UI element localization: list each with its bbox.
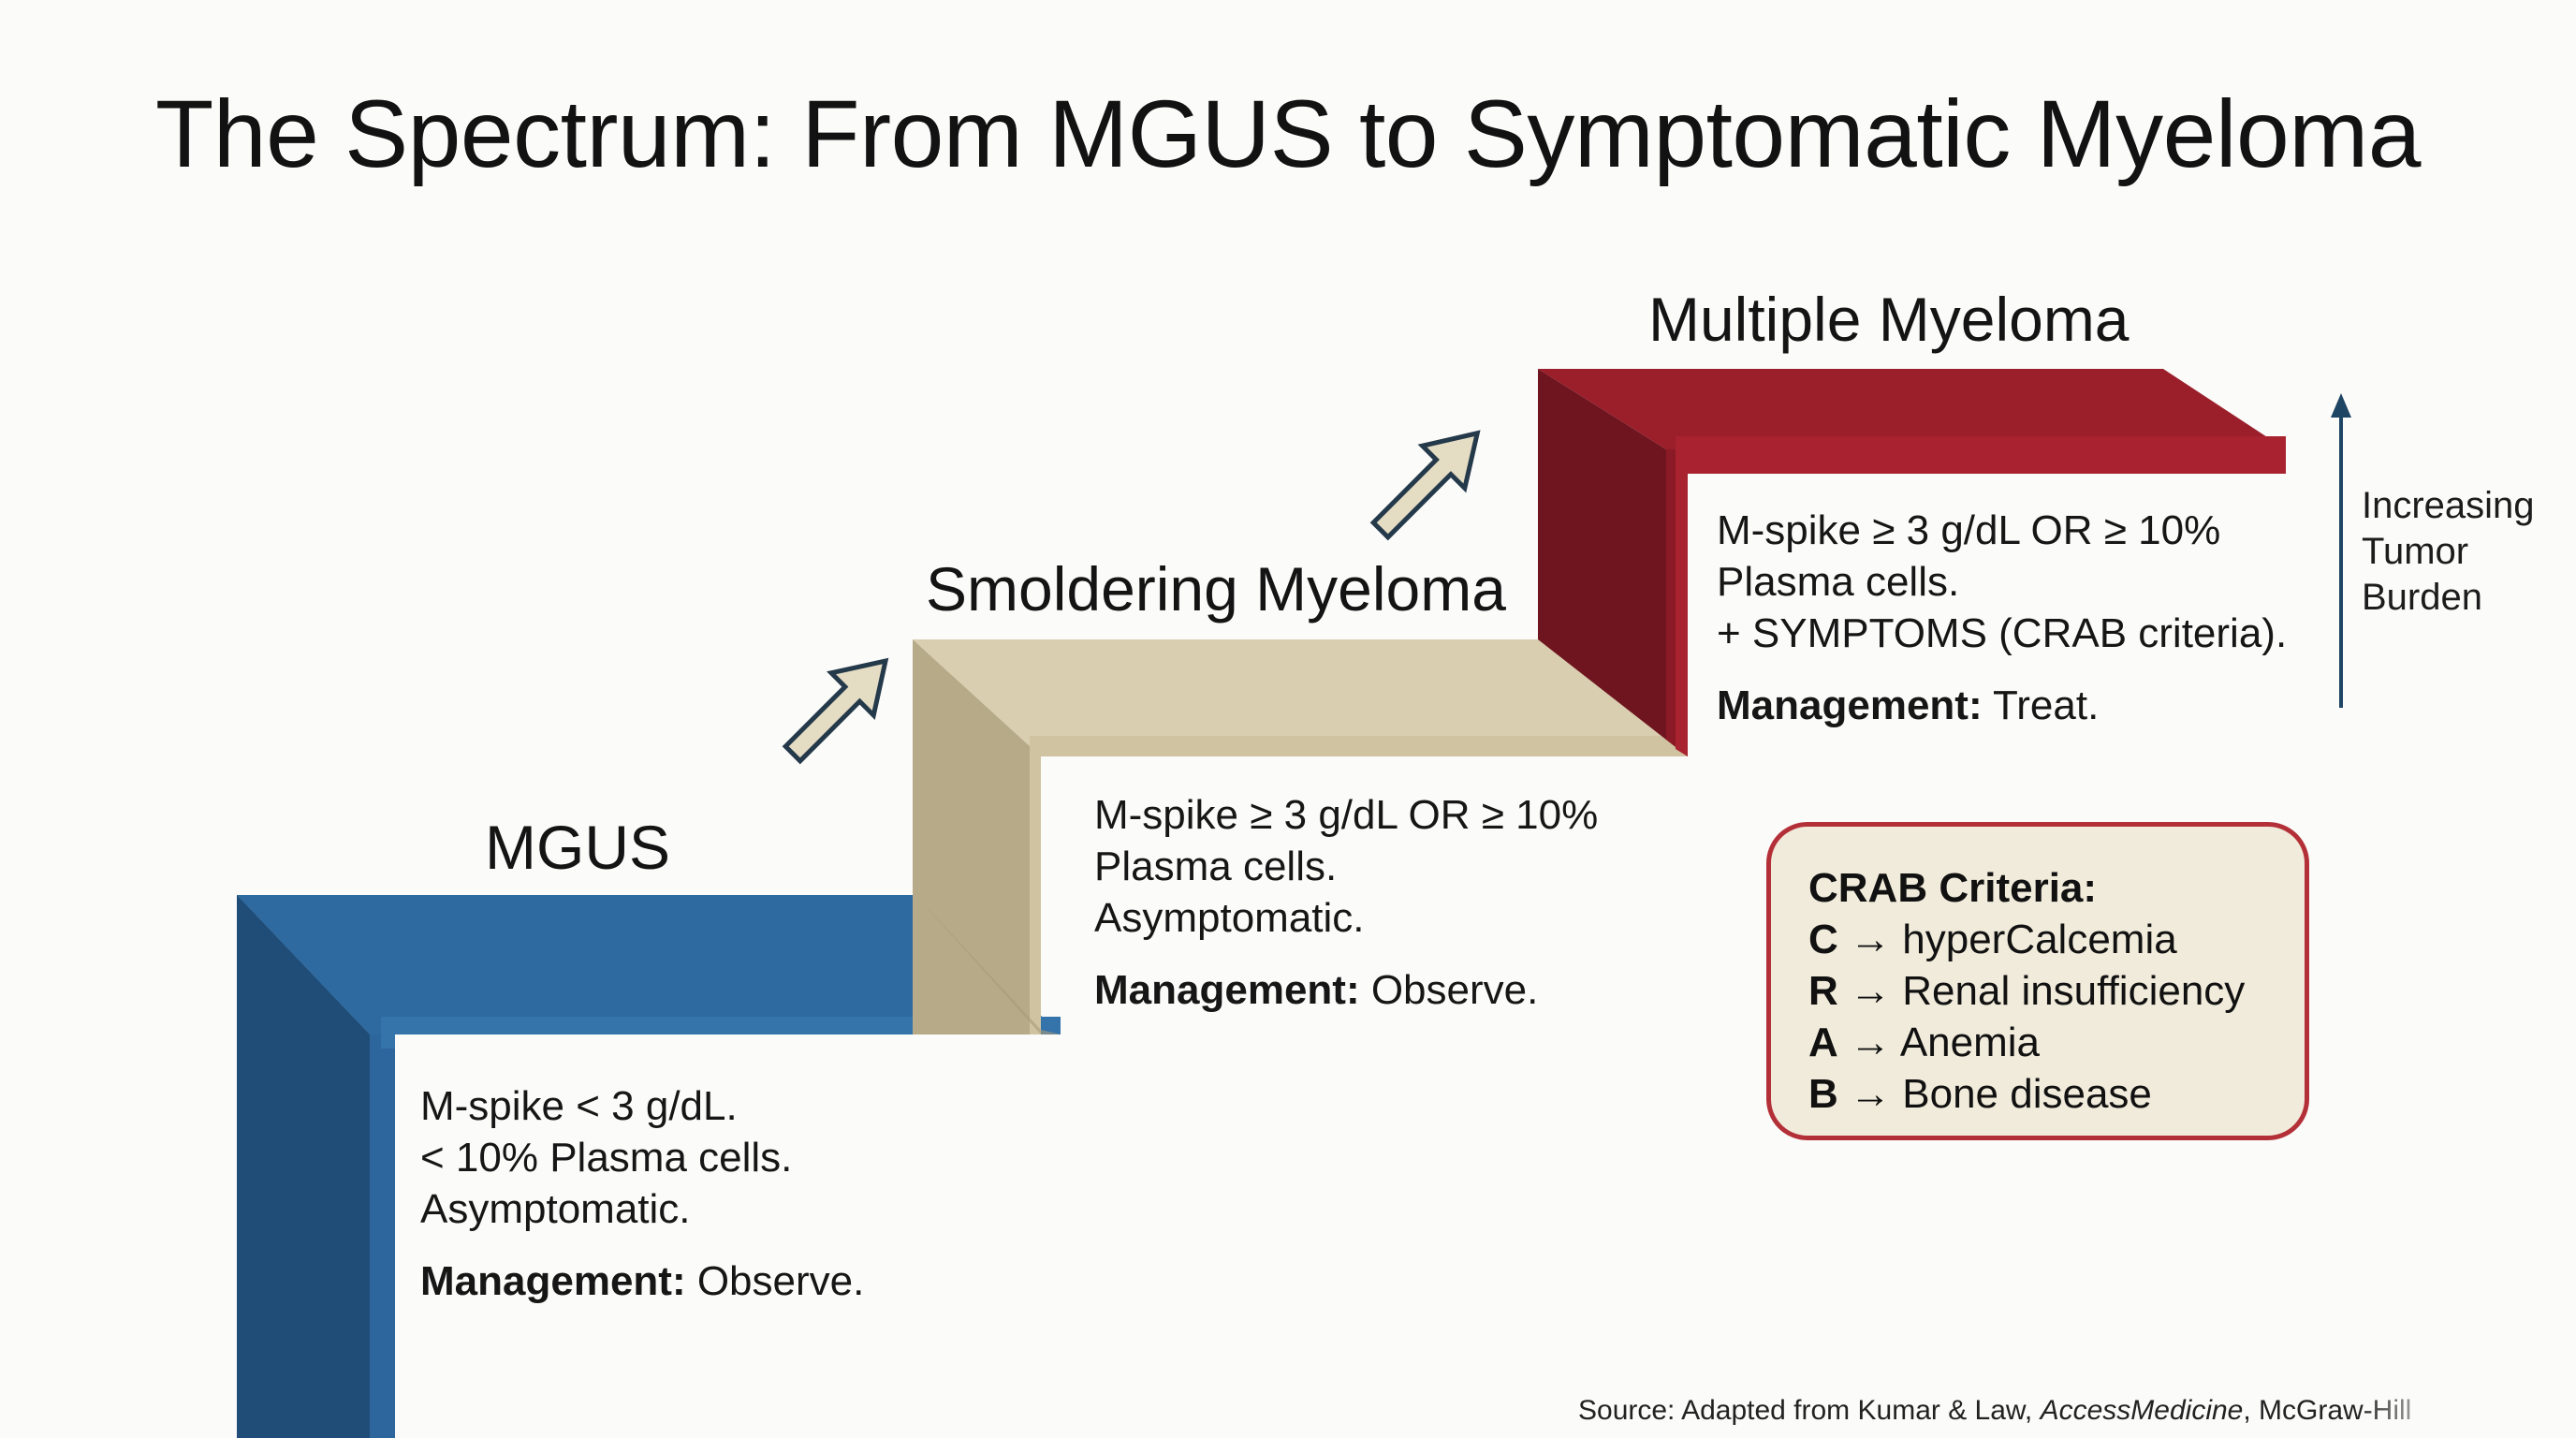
page-title: The Spectrum: From MGUS to Symptomatic M…	[155, 81, 2421, 187]
burden-line-1: Increasing	[2362, 485, 2535, 526]
myeloma-management-value: Treat.	[1982, 682, 2100, 728]
crab-letter: R	[1808, 968, 1838, 1014]
stage-label-mgus: MGUS	[485, 813, 670, 882]
mgus-line-1: M-spike < 3 g/dL.	[420, 1083, 738, 1129]
smoldering-step-front	[913, 639, 1041, 1034]
crab-item: A → Anemia	[1808, 1017, 2305, 1068]
burden-line-3: Burden	[2362, 577, 2482, 618]
right-arrow-icon: →	[1850, 968, 1892, 1014]
myeloma-line-2: Plasma cells.	[1717, 559, 1960, 605]
mgus-management: Management: Observe.	[420, 1255, 864, 1307]
myeloma-management-label: Management:	[1717, 682, 1983, 728]
source-italic: AccessMedicine	[2040, 1395, 2244, 1426]
smoldering-step	[913, 639, 1688, 1034]
mgus-management-label: Management:	[420, 1258, 686, 1304]
smoldering-step-top	[913, 639, 1688, 756]
right-arrow-icon: →	[1850, 1071, 1892, 1117]
myeloma-description: M-spike ≥ 3 g/dL OR ≥ 10% Plasma cells. …	[1717, 505, 2287, 731]
smoldering-management: Management: Observe.	[1094, 964, 1598, 1016]
corner-fade	[2359, 1374, 2576, 1438]
stage-label-multiple-myeloma: Multiple Myeloma	[1648, 285, 2130, 354]
stage-label-smoldering: Smoldering Myeloma	[926, 554, 1506, 624]
mgus-line-3: Asymptomatic.	[420, 1186, 691, 1232]
crab-letter: A	[1808, 1020, 1838, 1065]
right-arrow-icon: →	[1850, 917, 1892, 962]
right-arrow-icon: →	[1850, 1020, 1892, 1065]
crab-text: Anemia	[1899, 1020, 2040, 1065]
myeloma-step	[1538, 369, 2286, 756]
mgus-step-top	[237, 895, 1061, 1034]
mgus-description: M-spike < 3 g/dL. < 10% Plasma cells. As…	[420, 1080, 864, 1307]
progression-arrow-1-icon	[782, 657, 889, 765]
crab-text: hyperCalcemia	[1902, 917, 2177, 962]
smoldering-description: M-spike ≥ 3 g/dL OR ≥ 10% Plasma cells. …	[1094, 789, 1598, 1016]
crab-title: CRAB Criteria:	[1808, 865, 2098, 911]
crab-criteria-box: CRAB Criteria: C → hyperCalcemia R → Ren…	[1766, 822, 2309, 1140]
crab-letter: C	[1808, 917, 1838, 962]
myeloma-line-3: + SYMPTOMS (CRAB criteria).	[1717, 610, 2288, 656]
up-arrow-icon	[2331, 393, 2351, 708]
crab-item: C → hyperCalcemia	[1808, 914, 2305, 965]
source-prefix: Source: Adapted from Kumar & Law,	[1578, 1395, 2041, 1426]
smoldering-management-label: Management:	[1094, 967, 1360, 1013]
source-citation: Source: Adapted from Kumar & Law, Access…	[1578, 1395, 2411, 1427]
myeloma-line-1: M-spike ≥ 3 g/dL OR ≥ 10%	[1717, 507, 2221, 553]
smoldering-line-2: Plasma cells.	[1094, 844, 1338, 889]
myeloma-step-top	[1538, 369, 2286, 449]
smoldering-line-3: Asymptomatic.	[1094, 895, 1365, 941]
crab-item: R → Renal insufficiency	[1808, 965, 2305, 1017]
smoldering-line-1: M-spike ≥ 3 g/dL OR ≥ 10%	[1094, 792, 1599, 838]
crab-text: Renal insufficiency	[1902, 968, 2246, 1014]
smoldering-management-value: Observe.	[1359, 967, 1539, 1013]
burden-line-2: Tumor	[2362, 531, 2469, 572]
myeloma-step-front	[1538, 369, 1688, 756]
tumor-burden-label: Increasing Tumor Burden	[2362, 483, 2535, 621]
crab-item: B → Bone disease	[1808, 1068, 2305, 1120]
mgus-step	[237, 895, 1061, 1438]
progression-arrow-2-icon	[1369, 430, 1481, 541]
mgus-management-value: Observe.	[685, 1258, 865, 1304]
mgus-line-2: < 10% Plasma cells.	[420, 1135, 793, 1181]
crab-text: Bone disease	[1902, 1071, 2152, 1117]
myeloma-management: Management: Treat.	[1717, 680, 2287, 731]
mgus-step-front	[237, 895, 395, 1438]
crab-letter: B	[1808, 1071, 1838, 1117]
